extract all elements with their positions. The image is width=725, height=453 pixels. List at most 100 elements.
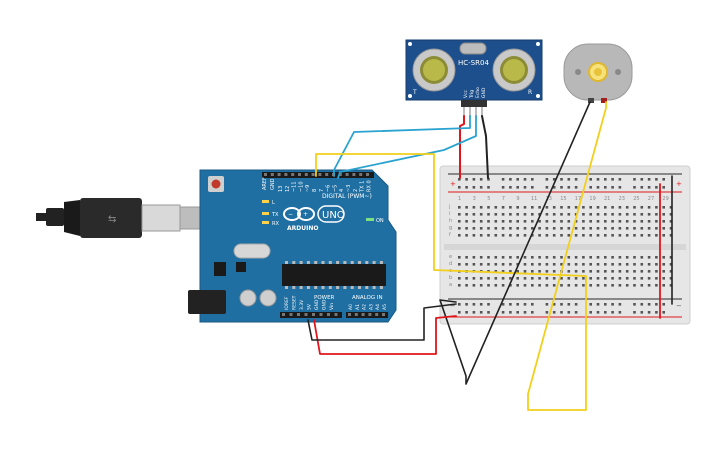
- digital-pin-label: TX 1: [360, 181, 366, 193]
- sensor-corner-right: R: [528, 89, 532, 96]
- digital-pin-label: 8: [312, 189, 318, 192]
- digital-pin-label: 4: [339, 189, 345, 192]
- crystal: [233, 243, 271, 259]
- row-letter: g: [449, 225, 452, 231]
- col-number: 25: [633, 196, 639, 202]
- digital-pin-label: ~11: [292, 181, 298, 192]
- wire-arduino-5v: [313, 315, 457, 355]
- col-number: 3: [473, 196, 476, 202]
- gnd-label: GND: [270, 178, 276, 190]
- digital-pin-label: ~6: [326, 185, 332, 192]
- power-pin-label: GND: [314, 299, 320, 310]
- svg-text:+: +: [676, 180, 682, 188]
- wire-sensor-echo: [337, 115, 477, 179]
- col-number: 21: [604, 196, 610, 202]
- wire-sensor-vcc: [459, 115, 465, 179]
- col-number: 23: [619, 196, 625, 202]
- col-number: 9: [516, 196, 519, 202]
- sensor-pin-label: Trig: [469, 90, 475, 99]
- sensor-corner-left: T: [412, 89, 417, 96]
- power-pin-label: IOREF: [284, 296, 290, 310]
- col-number: 5: [487, 196, 490, 202]
- digital-pin-label: ~3: [346, 185, 352, 192]
- row-letter: i: [449, 211, 450, 217]
- analog-pin-label: A2: [362, 304, 368, 310]
- power-jack: [188, 290, 226, 314]
- analog-in-label: ANALOG IN: [352, 295, 383, 301]
- transducer-right: [492, 48, 536, 92]
- row-letter: e: [449, 254, 452, 260]
- rx-led-label: RX: [272, 221, 279, 227]
- wires: [307, 101, 673, 411]
- row-letter: d: [449, 261, 452, 267]
- col-number: 17: [575, 196, 581, 202]
- sensor-pin-label: GND: [481, 87, 487, 98]
- svg-text:+: +: [450, 180, 456, 188]
- row-letter: b: [449, 275, 452, 281]
- atmega-chip: [282, 264, 386, 286]
- dc-motor: [563, 43, 633, 103]
- transducer-left: [412, 48, 456, 92]
- digital-pwm-label: DIGITAL (PWM~): [322, 193, 372, 200]
- analog-pin-label: A5: [382, 304, 388, 310]
- arduino-brand-label: ARDUINO: [287, 225, 318, 232]
- power-pin-label: Vin: [329, 303, 335, 310]
- wire-arduino-gnd: [307, 303, 457, 341]
- col-number: 11: [531, 196, 537, 202]
- wire-motor-gnd: [439, 101, 591, 385]
- col-number: 29: [662, 196, 668, 202]
- analog-pin-label: A4: [375, 304, 381, 310]
- digital-pin-label: RX 0: [366, 180, 372, 192]
- power-header: [280, 312, 342, 318]
- row-letter: f: [449, 232, 451, 238]
- usb-cable: ⇆: [36, 198, 203, 238]
- col-number: 15: [560, 196, 566, 202]
- digital-pin-label: 2: [353, 189, 359, 192]
- sensor-model-label: HC-SR04: [458, 59, 489, 67]
- col-number: 7: [502, 196, 505, 202]
- analog-pin-label: A3: [368, 304, 374, 310]
- digital-pin-label: 7: [319, 189, 325, 192]
- digital-pin-label: ~9: [305, 185, 311, 192]
- digital-header: [262, 172, 374, 178]
- power-pin-label: GND: [322, 299, 328, 310]
- svg-text:−: −: [676, 302, 682, 310]
- on-led-label: ON: [376, 218, 384, 224]
- power-pin-label: RESET: [292, 295, 298, 310]
- row-letter: a: [449, 282, 452, 288]
- col-number: 1: [458, 196, 461, 202]
- digital-pin-label: 12: [285, 186, 291, 192]
- sensor-pin-label: Echo: [475, 87, 481, 98]
- digital-pin-label: ~5: [332, 185, 338, 192]
- l-led-label: L: [272, 200, 275, 206]
- power-label: POWER: [314, 295, 335, 301]
- tx-led-label: TX: [271, 212, 279, 218]
- sensor-pin-label: Vcc: [463, 89, 469, 98]
- svg-text:+: +: [303, 211, 308, 218]
- uno-label: UNO: [322, 210, 345, 221]
- digital-pin-label: 13: [278, 186, 284, 192]
- digital-pin-label: ~10: [298, 181, 304, 192]
- arduino-logo-icon: − +: [283, 207, 315, 221]
- analog-pin-label: A0: [348, 304, 354, 310]
- usb-icon: ⇆: [108, 214, 116, 225]
- col-number: 13: [546, 196, 552, 202]
- wire-motor-signal: [315, 101, 607, 411]
- analog-pin-label: A1: [355, 304, 361, 310]
- power-pin-label: 5V: [307, 303, 313, 310]
- col-number: 19: [589, 196, 595, 202]
- wire-sensor-trig: [333, 115, 471, 177]
- row-letter: h: [449, 218, 452, 224]
- svg-text:−: −: [288, 211, 293, 218]
- analog-header: [346, 312, 388, 318]
- wire-sensor-gnd: [481, 115, 489, 179]
- svg-text:−: −: [450, 302, 456, 310]
- aref-label: AREF: [262, 177, 268, 190]
- col-number: 27: [648, 196, 654, 202]
- power-pin-label: 3.3V: [299, 299, 305, 310]
